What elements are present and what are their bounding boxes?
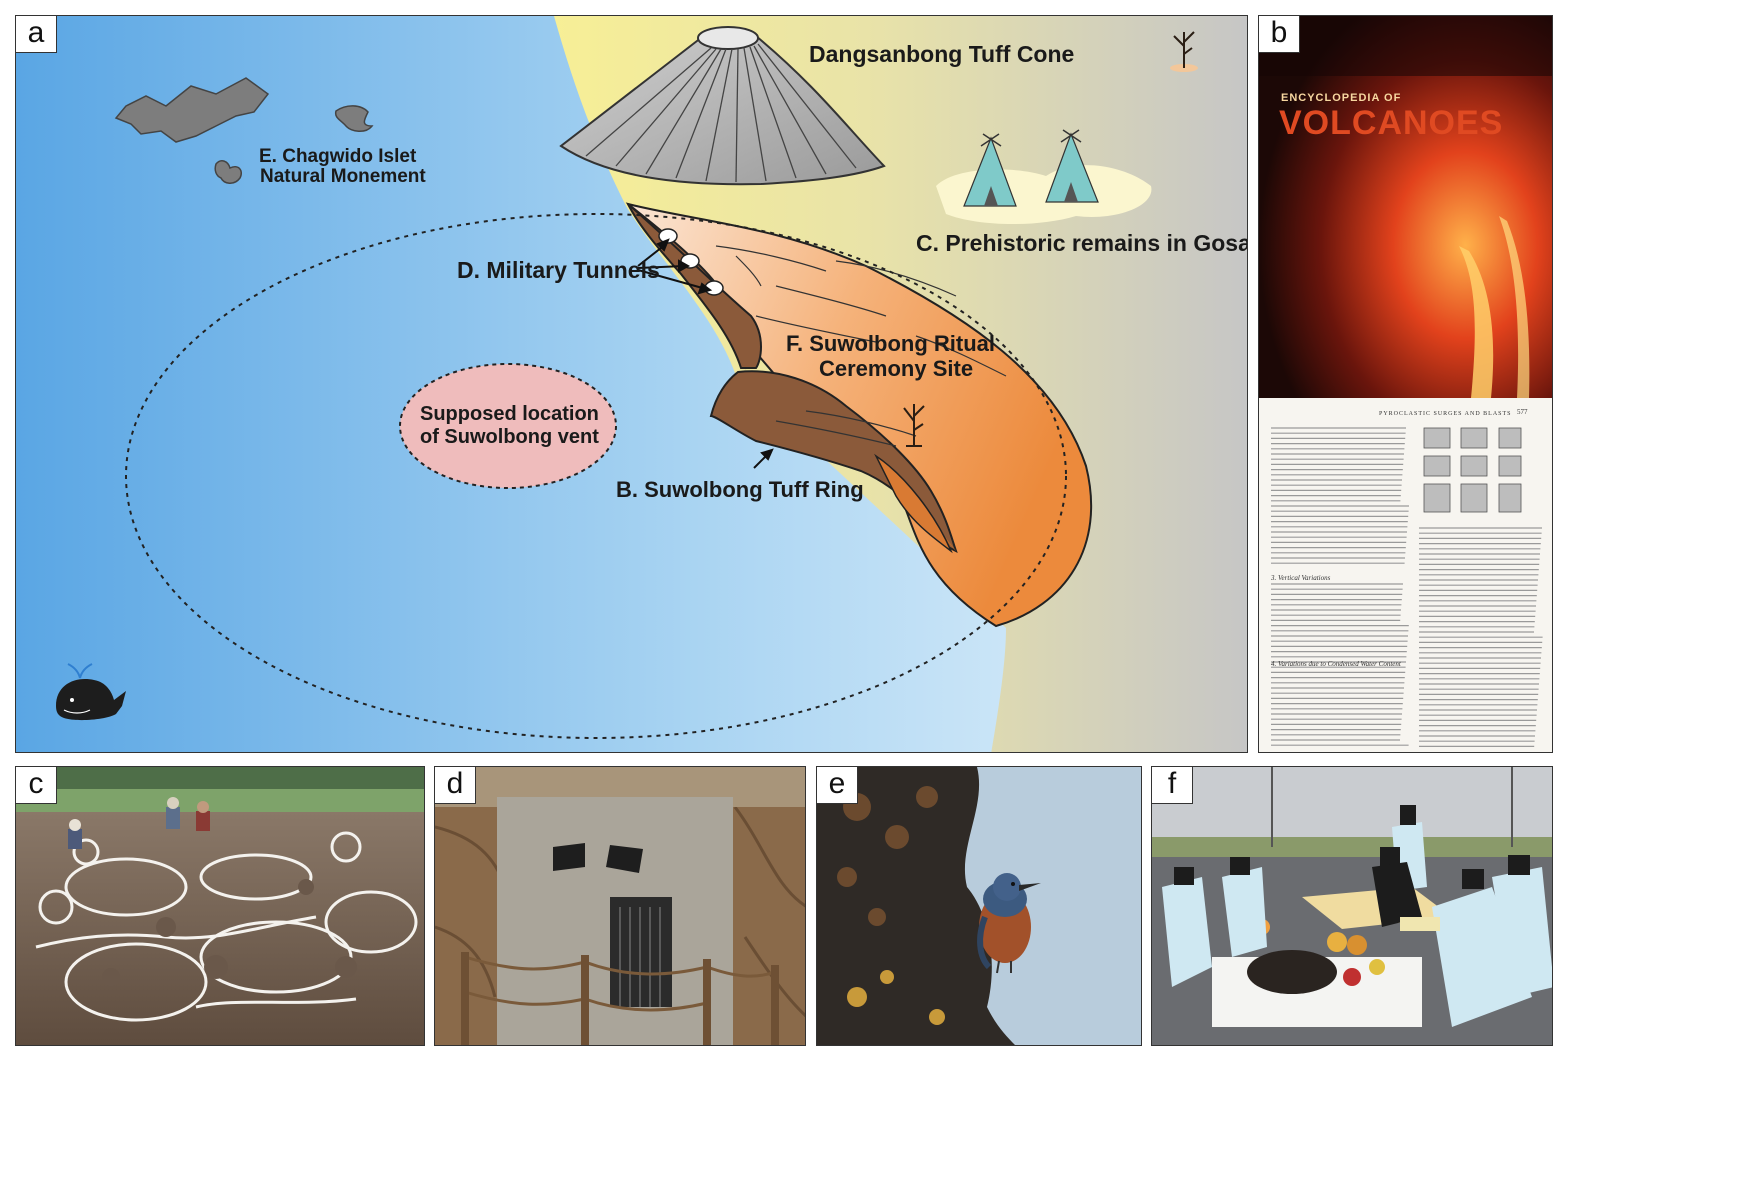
label-chagwido-2: Natural Monement xyxy=(260,166,426,187)
panel-a-diagram: a xyxy=(15,15,1248,753)
blue-rock-thrush xyxy=(977,873,1041,974)
label-tuff-ring: B. Suwolbong Tuff Ring xyxy=(616,477,864,502)
bare-tree-icon-ritual xyxy=(903,404,925,447)
vent-ellipse xyxy=(399,363,617,489)
panel-d-tunnel-photo: d xyxy=(434,766,806,1046)
page-text-lines xyxy=(1271,427,1543,747)
label-dangsanbong: Dangsanbong Tuff Cone xyxy=(809,41,1075,67)
chagwido-islet-main xyxy=(114,77,270,143)
panel-c-excavation-photo: c xyxy=(15,766,425,1046)
panel-letter-b: b xyxy=(1259,16,1300,53)
tunnel-1 xyxy=(658,228,678,244)
label-vent-1: Supposed location xyxy=(420,403,599,425)
label-prehistoric: C. Prehistoric remains in Gosan xyxy=(916,230,1248,256)
panel-f-ceremony-photo: f xyxy=(1151,766,1553,1046)
label-vent-2: of Suwolbong vent xyxy=(420,426,599,448)
diagram-svg xyxy=(16,16,1247,752)
label-ritual-2: Ceremony Site xyxy=(819,356,974,381)
book-title-small: ENCYCLOPEDIA OF xyxy=(1281,92,1402,104)
panel-e-bird-photo: e xyxy=(816,766,1142,1046)
panel-letter-d: d xyxy=(435,767,476,804)
panel-letter-e: e xyxy=(817,767,858,804)
ceremony-participants xyxy=(1162,822,1552,1027)
panel-letter-a: a xyxy=(16,16,57,53)
chagwido-islet-tiny xyxy=(214,160,242,184)
page-header: PYROCLASTIC SURGES AND BLASTS xyxy=(1379,411,1512,417)
book-title: VOLCANOES xyxy=(1279,104,1504,142)
panel-letter-f: f xyxy=(1152,767,1193,804)
tuff-cone-shape xyxy=(559,26,886,186)
bare-tree-icon-top xyxy=(1170,31,1198,72)
label-military-tunnels: D. Military Tunnels xyxy=(457,257,660,283)
label-ritual-1: F. Suwolbong Ritual xyxy=(786,331,995,356)
tunnel-arrows xyxy=(637,238,713,295)
chagwido-islet-small xyxy=(334,105,374,132)
prehistoric-hut-icons xyxy=(936,129,1152,225)
figure-column-diagrams xyxy=(1423,427,1522,513)
book-page: PYROCLASTIC SURGES AND BLASTS 577 3. Ver… xyxy=(1259,398,1552,752)
whale-icon xyxy=(56,663,126,721)
excavation-workers xyxy=(68,797,210,849)
tuff-ring-arrow xyxy=(753,448,774,469)
panel-b-book: b ENCYCLOPEDIA OF VOLCANOES PYROCLASTIC … xyxy=(1258,15,1553,753)
ceremony-pig xyxy=(1247,950,1337,994)
book-cover xyxy=(1259,16,1552,398)
label-chagwido-1: E. Chagwido Islet xyxy=(259,146,417,167)
page-number: 577 xyxy=(1517,408,1528,416)
section-vertical-variations: 3. Vertical Variations xyxy=(1271,574,1331,582)
section-water-content: 4. Variations due to Condensed Water Con… xyxy=(1271,660,1401,668)
vent-area-dotted-ellipse xyxy=(125,213,1067,739)
panel-letter-c: c xyxy=(16,767,57,804)
